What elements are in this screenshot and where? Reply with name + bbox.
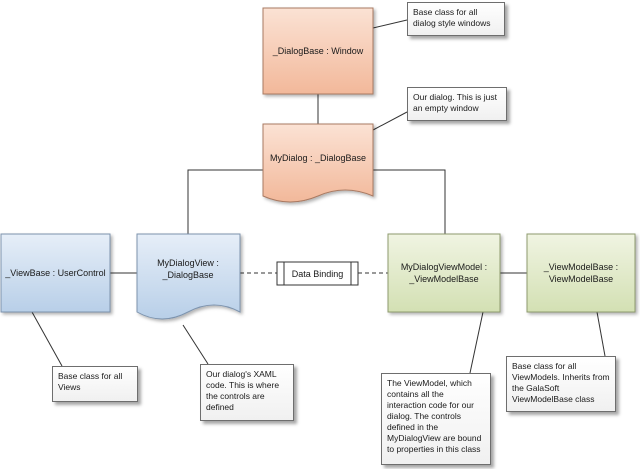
note-leader-view (182, 324, 209, 365)
my-dialog-view-label: MyDialogView : _DialogBase (157, 258, 219, 280)
mydialog-to-viewmodel (373, 169, 446, 234)
note-leader-mydialog (372, 111, 408, 131)
view-model-base-label: _ViewModelBase : ViewModelBase (543, 262, 619, 284)
my-dialog-view-model-label: MyDialogViewModel : _ViewModelBase (400, 262, 488, 284)
my-dialog-view-model-box (387, 233, 501, 313)
connectors (31, 19, 606, 374)
data-binding-box (276, 261, 359, 286)
mydialog-to-view (187, 169, 263, 234)
view-base-box (0, 233, 111, 313)
my-dialog-view-note: Our dialog's XAML code. This is where th… (200, 364, 294, 421)
my-dialog-view-box (136, 233, 241, 320)
view-base-note: Base class for all Views (52, 366, 138, 402)
note-leader-viewmodel (469, 311, 484, 374)
dialog-base-note: Base class for all dialog style windows (407, 2, 505, 36)
view-model-base-box (526, 233, 636, 313)
data-binding-label: Data Binding (291, 268, 344, 279)
dialog-base-label: _DialogBase : Window (272, 46, 364, 56)
my-dialog-box (262, 123, 374, 203)
view-base-label: _ViewBase : UserControl (5, 268, 106, 278)
note-leader-dialogbase (372, 19, 408, 29)
view-model-base-note: Base class for all ViewModels. Inherits … (506, 356, 616, 412)
my-dialog-note: Our dialog. This is just an empty window (407, 87, 507, 121)
my-dialog-label: MyDialog : _DialogBase (269, 153, 367, 163)
note-leader-viewmodelbase (596, 311, 606, 357)
note-leader-viewbase (31, 311, 63, 367)
dialog-base-box (262, 7, 374, 95)
view-model-note: The ViewModel, which contains all the in… (381, 373, 491, 465)
